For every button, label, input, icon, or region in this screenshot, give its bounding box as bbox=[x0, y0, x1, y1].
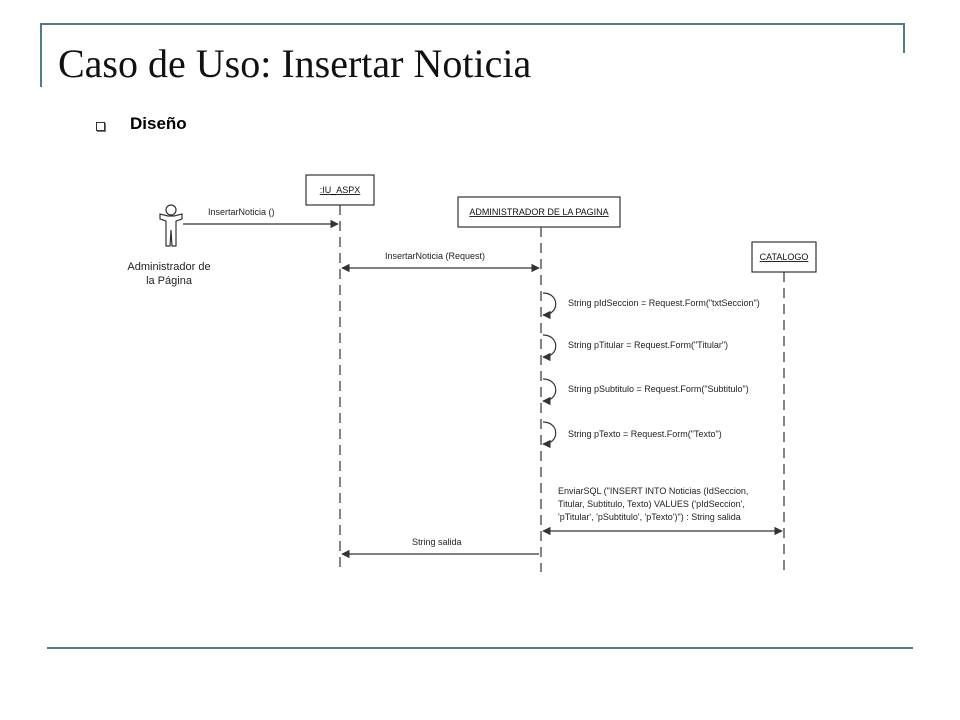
message-label-request: InsertarNoticia (Request) bbox=[385, 251, 485, 261]
actor-label-line1: Administrador de bbox=[127, 261, 210, 273]
sql-label-line3: 'pTitular', 'pSubtitulo', 'pTexto')") : … bbox=[558, 512, 741, 522]
self-call-label-4: String pTexto = Request.Form("Texto") bbox=[568, 429, 722, 439]
square-bullet-icon bbox=[96, 122, 105, 131]
bullet-text: Diseño bbox=[130, 114, 187, 133]
actor-icon bbox=[159, 204, 183, 247]
self-call-arrow-3 bbox=[542, 378, 557, 406]
message-label-return: String salida bbox=[412, 537, 462, 547]
self-call-label-3: String pSubtitulo = Request.Form("Subtit… bbox=[568, 384, 749, 394]
slide-title: Caso de Uso: Insertar Noticia bbox=[58, 41, 532, 86]
object-label-iu: :IU_ASPX bbox=[320, 185, 361, 195]
object-label-catalogo: CATALOGO bbox=[760, 252, 809, 262]
frame-top-line bbox=[40, 23, 905, 25]
object-box-iu bbox=[305, 174, 375, 206]
frame-left-line bbox=[40, 23, 42, 87]
object-label-admin: ADMINISTRADOR DE LA PAGINA bbox=[469, 207, 608, 217]
object-box-admin bbox=[457, 196, 621, 228]
message-label-insertar: InsertarNoticia () bbox=[208, 207, 275, 217]
self-call-label-1: String pIdSeccion = Request.Form("txtSec… bbox=[568, 298, 760, 308]
sql-label-line2: Titular, Subtitulo, Texto) VALUES ('pIdS… bbox=[558, 499, 745, 509]
self-call-arrow-1 bbox=[542, 292, 557, 320]
actor-label-line2: la Página bbox=[146, 275, 193, 287]
frame-right-line bbox=[903, 23, 905, 53]
bottom-rule bbox=[47, 647, 913, 649]
self-call-arrow-4 bbox=[542, 421, 557, 449]
self-call-label-2: String pTitular = Request.Form("Titular"… bbox=[568, 340, 728, 350]
self-call-arrow-2 bbox=[542, 334, 557, 362]
sql-label-line1: EnviarSQL ("INSERT INTO Noticias (IdSecc… bbox=[558, 486, 748, 496]
